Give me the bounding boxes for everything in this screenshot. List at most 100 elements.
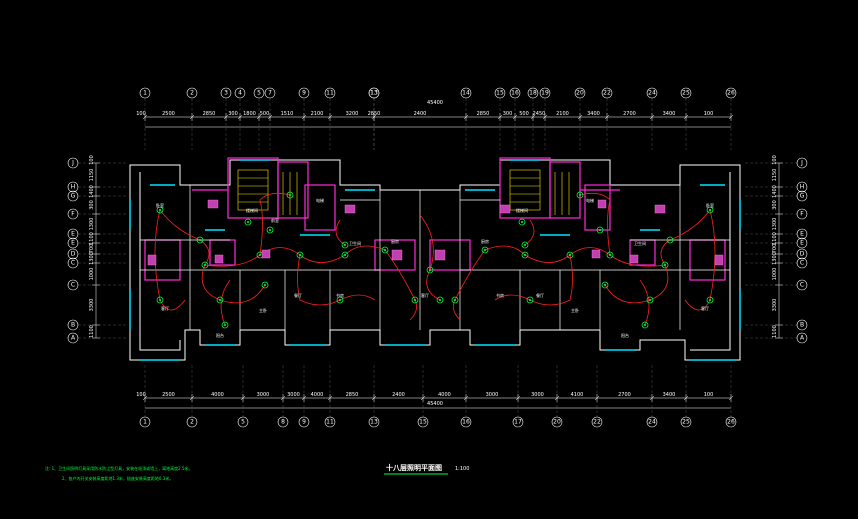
axis-bubble-bottom-10-circle xyxy=(551,416,563,428)
light-dot-22 xyxy=(529,299,531,301)
light-dot-6 xyxy=(384,249,386,251)
light-fixture-0 xyxy=(156,206,164,214)
light-dot-35 xyxy=(521,221,523,223)
axis-bubble-top-10-circle xyxy=(460,87,472,99)
room-label-bath-right: 卫生间 xyxy=(634,240,646,246)
axis-bubble-top-14-circle xyxy=(539,87,551,99)
dim-label-top-18: 3400 xyxy=(663,111,676,117)
axis-bubble-right-9: B xyxy=(800,322,804,329)
axis-bubble-top-14: 19 xyxy=(541,90,549,97)
floor-plan: 卧室 客厅 主卧 餐厅 书房 楼梯间 电梯 前室 厨房 卫生间 阳台 卧室 客厅… xyxy=(129,157,741,361)
dim-label-top-9: 2850 xyxy=(368,111,381,117)
axis-bubble-bottom-7: 15 xyxy=(419,419,427,426)
light-fixture-21 xyxy=(451,296,459,304)
dim-label-bottom-14: 100 xyxy=(704,392,714,398)
axis-bubble-bottom-1: 2 xyxy=(190,419,194,426)
axis-bubble-bottom-11: 22 xyxy=(593,419,601,426)
axis-bubble-left-2-circle xyxy=(67,190,79,202)
light-dot-31 xyxy=(644,324,646,326)
windows xyxy=(129,159,741,361)
axis-bubble-bottom-2-circle xyxy=(237,416,249,428)
room-label-kitchen-left: 厨房 xyxy=(391,238,399,244)
light-dot-33 xyxy=(599,229,601,231)
light-fixture-8 xyxy=(336,296,344,304)
axis-bubble-top-13-circle xyxy=(527,87,539,99)
dim-label-top-16: 3400 xyxy=(587,111,600,117)
dim-label-left-1: 1150 xyxy=(89,169,95,182)
axis-bubble-bottom-6-circle xyxy=(368,416,380,428)
axis-bubble-top-17-circle xyxy=(646,87,658,99)
core-walls xyxy=(144,157,726,281)
axis-bubble-left-5-circle xyxy=(67,237,79,249)
room-label-balcony-left: 阳台 xyxy=(216,332,224,338)
axis-bubble-top-4-circle xyxy=(253,87,265,99)
axis-bubble-bottom-14-circle xyxy=(725,416,737,428)
axis-bubble-left-0: J xyxy=(71,160,74,167)
axis-bubble-bottom-14: 26 xyxy=(727,419,735,426)
light-dot-27 xyxy=(649,299,651,301)
light-dot-10 xyxy=(289,194,291,196)
axis-bubble-top-11-circle xyxy=(494,87,506,99)
dim-label-bottom-9: 3000 xyxy=(486,392,499,398)
axis-bubble-bottom-13-circle xyxy=(680,416,692,428)
drawing-title-block: 十八层照明平面图 1:100 xyxy=(384,463,469,475)
light-fixture-22 xyxy=(526,296,534,304)
axis-bubble-top-10: 14 xyxy=(462,90,470,97)
light-dot-16 xyxy=(664,264,666,266)
dim-label-top-1: 2500 xyxy=(162,111,175,117)
light-dot-19 xyxy=(524,254,526,256)
note-line-2: 2、各户内开关安装高度距地1.3米，插座安装高度距地0.3米。 xyxy=(62,475,173,481)
dim-label-bottom-12: 2700 xyxy=(618,392,631,398)
axis-bubble-top-18: 25 xyxy=(682,90,690,97)
light-dot-26 xyxy=(709,299,711,301)
dim-label-top-12: 300 xyxy=(503,111,513,117)
axis-bubble-top-8: 13 xyxy=(370,90,378,97)
axis-bubble-left-3: F xyxy=(71,211,75,218)
dim-label-bottom-3: 3000 xyxy=(257,392,270,398)
axis-bubble-top-7-circle xyxy=(324,87,336,99)
light-dot-20 xyxy=(484,249,486,251)
axis-bubble-top-17: 24 xyxy=(648,90,656,97)
light-dot-12 xyxy=(159,299,161,301)
room-label-hall-left: 前室 xyxy=(271,217,279,223)
light-fixture-30 xyxy=(221,321,229,329)
light-dot-25 xyxy=(524,244,526,246)
axis-grid-lines xyxy=(78,98,797,417)
light-fixture-27 xyxy=(646,296,654,304)
axis-bubble-right-7-circle xyxy=(796,257,808,269)
light-fixture-7 xyxy=(411,296,419,304)
axis-bubble-top-12: 16 xyxy=(511,90,519,97)
axis-bubble-left-7-circle xyxy=(67,257,79,269)
axis-bubble-left-9: B xyxy=(71,322,75,329)
dim-label-right-9: 3300 xyxy=(772,299,778,312)
dim-label-top-2: 2850 xyxy=(203,111,216,117)
light-fixture-32 xyxy=(266,226,274,234)
dim-label-bottom-2: 4000 xyxy=(211,392,224,398)
axis-bubble-left-3-circle xyxy=(67,208,79,220)
dim-label-bottom-13: 3400 xyxy=(663,392,676,398)
light-fixture-34 xyxy=(244,218,252,226)
dim-label-bottom-8: 4000 xyxy=(438,392,451,398)
light-dot-5 xyxy=(344,254,346,256)
axis-bubble-bottom-10: 20 xyxy=(553,419,561,426)
axis-bubble-top-13: 18 xyxy=(529,90,537,97)
axis-bubble-right-8: C xyxy=(800,282,804,289)
axis-bubble-top-5-circle xyxy=(264,87,276,99)
axis-bubble-top-15: 20 xyxy=(576,90,584,97)
dim-label-right-4: 1300 xyxy=(772,218,778,231)
dim-label-top-5: 500 xyxy=(260,111,270,117)
axis-bubble-right-0-circle xyxy=(796,157,808,169)
light-fixture-12 xyxy=(156,296,164,304)
axis-bubble-top-11: 15 xyxy=(496,90,504,97)
dim-label-top-6: 1510 xyxy=(281,111,294,117)
light-dot-3 xyxy=(264,284,266,286)
light-dot-13 xyxy=(219,299,221,301)
axis-bubble-bottom-12: 24 xyxy=(648,419,656,426)
axis-bubble-left-2: G xyxy=(71,193,76,200)
dim-label-left-9: 3300 xyxy=(89,299,95,312)
axis-bubble-bottom-9-circle xyxy=(512,416,524,428)
dim-label-top-19: 100 xyxy=(704,111,714,117)
room-label-stair-right: 楼梯间 xyxy=(516,207,528,213)
axis-bubble-bottom-13: 25 xyxy=(682,419,690,426)
